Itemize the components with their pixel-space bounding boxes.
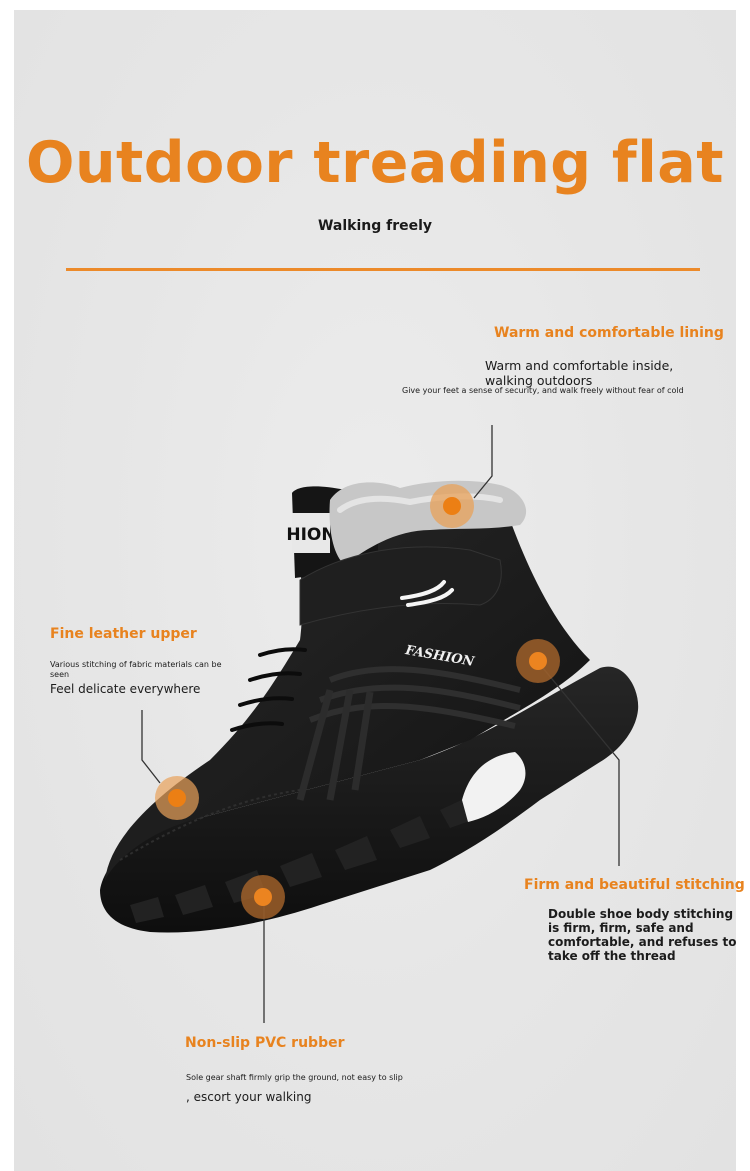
callout-detail: Various stitching of fabric materials ca… (50, 660, 222, 679)
callout-title: Fine leather upper (50, 626, 197, 642)
strap-logo-icon (400, 580, 454, 607)
callout-title: Warm and comfortable lining (494, 325, 724, 341)
callout-body: Double shoe body stitching is firm, firm… (548, 907, 737, 963)
tongue-label-patch (292, 513, 330, 553)
callout-title: Firm and beautiful stitching (524, 877, 745, 893)
title-divider (66, 268, 700, 271)
callout-detail: Give your feet a sense of security, and … (402, 386, 684, 395)
tongue-label: HION (286, 525, 335, 545)
callout-body: Warm and comfortable inside, walking out… (485, 358, 674, 388)
callout-body: Feel delicate everywhere (50, 682, 201, 696)
page-title: Outdoor treading flat (26, 130, 724, 196)
callout-body: , escort your walking (186, 1090, 312, 1104)
callout-detail: Sole gear shaft firmly grip the ground, … (186, 1073, 403, 1082)
callout-title: Non-slip PVC rubber (185, 1035, 345, 1051)
page-subtitle: Walking freely (317, 218, 433, 234)
